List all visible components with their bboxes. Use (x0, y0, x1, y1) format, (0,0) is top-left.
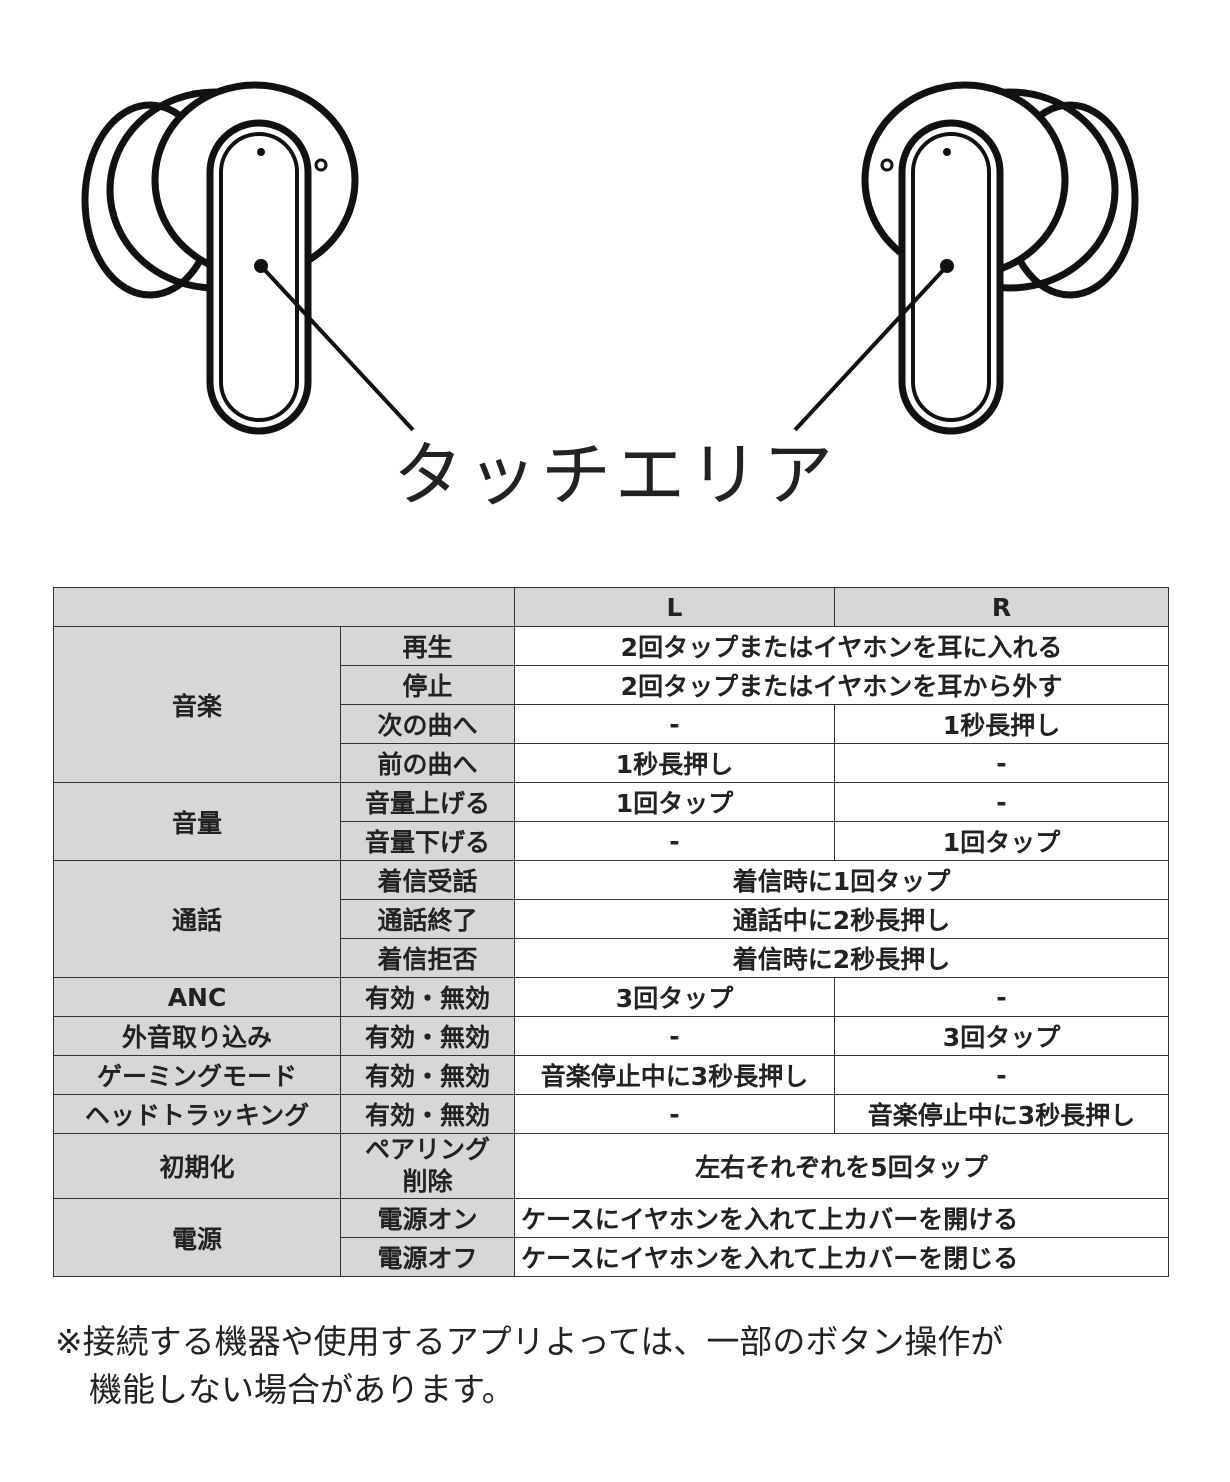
left-cell: - (514, 821, 835, 861)
group-ambient: 外音取り込み (53, 1016, 341, 1056)
action-cell: 音量上げる (340, 782, 515, 822)
footnote: ※接続する機器や使用するアプリよっては、一部のボタン操作が 機能しない場合があり… (55, 1318, 1175, 1414)
action-cell: ペアリング 削除 (340, 1133, 515, 1199)
action-cell: 着信受話 (340, 860, 515, 900)
header-blank (53, 587, 515, 627)
group-music: 音楽 (53, 626, 341, 783)
action-cell: 有効・無効 (340, 1016, 515, 1056)
touch-area-label: タッチエリア (393, 434, 837, 516)
group-head-tracking: ヘッドトラッキング (53, 1094, 341, 1134)
table-row: 外音取り込み 有効・無効 - 3回タップ (53, 1016, 1169, 1056)
table-row: 着信拒否 着信時に2秒長押し (54, 938, 1169, 978)
table-row: ゲーミングモード 有効・無効 音楽停止中に3秒長押し - (53, 1055, 1169, 1095)
left-cell: 3回タップ (514, 977, 835, 1017)
header-left: L (514, 587, 835, 627)
table-row: 通話終了 通話中に2秒長押し (54, 899, 1169, 939)
right-cell: 音楽停止中に3秒長押し (834, 1094, 1169, 1134)
controls-table: L R 音楽 再生 2回タップまたはイヤホンを耳に入れる 停止 2回タップまたは… (53, 587, 1169, 1277)
both-cell: ケースにイヤホンを入れて上カバーを閉じる (514, 1237, 1169, 1277)
footnote-line-1: ※接続する機器や使用するアプリよっては、一部のボタン操作が (55, 1322, 1004, 1361)
left-cell: - (514, 704, 835, 744)
left-cell: 音楽停止中に3秒長押し (514, 1055, 835, 1095)
both-cell: 着信時に1回タップ (514, 860, 1169, 900)
right-cell: 1秒長押し (834, 704, 1169, 744)
table-row: 電源オフ ケースにイヤホンを入れて上カバーを閉じる (54, 1237, 1169, 1277)
table-row: 通話 着信受話 着信時に1回タップ (53, 860, 1169, 978)
table-row: ANC 有効・無効 3回タップ - (53, 977, 1169, 1017)
action-cell: 再生 (340, 626, 515, 666)
right-cell: - (834, 743, 1169, 783)
action-cell: 次の曲へ (340, 704, 515, 744)
action-cell: 有効・無効 (340, 1055, 515, 1095)
group-call: 通話 (53, 860, 341, 978)
both-cell: 左右それぞれを5回タップ (514, 1133, 1169, 1199)
group-reset: 初期化 (53, 1133, 341, 1199)
table-row: 音量下げる - 1回タップ (54, 821, 1169, 861)
header-right: R (834, 587, 1169, 627)
right-cell: - (834, 1055, 1169, 1095)
group-gaming: ゲーミングモード (53, 1055, 341, 1095)
right-cell: - (834, 977, 1169, 1017)
table-header-row: L R (53, 587, 1169, 627)
action-cell: 音量下げる (340, 821, 515, 861)
group-anc: ANC (53, 977, 341, 1017)
both-cell: 通話中に2秒長押し (514, 899, 1169, 939)
right-cell: 1回タップ (834, 821, 1169, 861)
table-row: 音量 音量上げる 1回タップ - (53, 782, 1169, 861)
table-row: ヘッドトラッキング 有効・無効 - 音楽停止中に3秒長押し (53, 1094, 1169, 1134)
right-cell: - (834, 782, 1169, 822)
action-cell: 通話終了 (340, 899, 515, 939)
group-power: 電源 (53, 1198, 341, 1277)
action-cell: 有効・無効 (340, 977, 515, 1017)
table-row: 音楽 再生 2回タップまたはイヤホンを耳に入れる (53, 626, 1169, 783)
both-cell: 着信時に2秒長押し (514, 938, 1169, 978)
table-row: 停止 2回タップまたはイヤホンを耳から外す (54, 665, 1169, 705)
left-cell: - (514, 1016, 835, 1056)
earbuds-illustration (81, 81, 1139, 435)
action-line: ペアリング (364, 1135, 490, 1164)
both-cell: ケースにイヤホンを入れて上カバーを開ける (514, 1198, 1169, 1238)
action-cell: 有効・無効 (340, 1094, 515, 1134)
table-row: 電源 電源オン ケースにイヤホンを入れて上カバーを開ける (53, 1198, 1169, 1277)
left-cell: - (514, 1094, 835, 1134)
action-cell: 着信拒否 (340, 938, 515, 978)
right-earbud (793, 81, 1139, 435)
both-cell: 2回タップまたはイヤホンを耳に入れる (514, 626, 1169, 666)
left-earbud (81, 81, 415, 435)
action-cell: 停止 (340, 665, 515, 705)
action-cell: 電源オン (340, 1198, 515, 1238)
group-volume: 音量 (53, 782, 341, 861)
left-cell: 1回タップ (514, 782, 835, 822)
action-cell: 電源オフ (340, 1237, 515, 1277)
action-cell: 前の曲へ (340, 743, 515, 783)
footnote-line-2: 機能しない場合があります。 (89, 1370, 515, 1409)
both-cell: 2回タップまたはイヤホンを耳から外す (514, 665, 1169, 705)
table-row: 前の曲へ 1秒長押し - (54, 743, 1169, 783)
table-row: 初期化 ペアリング 削除 左右それぞれを5回タップ (53, 1133, 1169, 1199)
left-cell: 1秒長押し (514, 743, 835, 783)
action-line: 削除 (402, 1167, 453, 1196)
right-cell: 3回タップ (834, 1016, 1169, 1056)
